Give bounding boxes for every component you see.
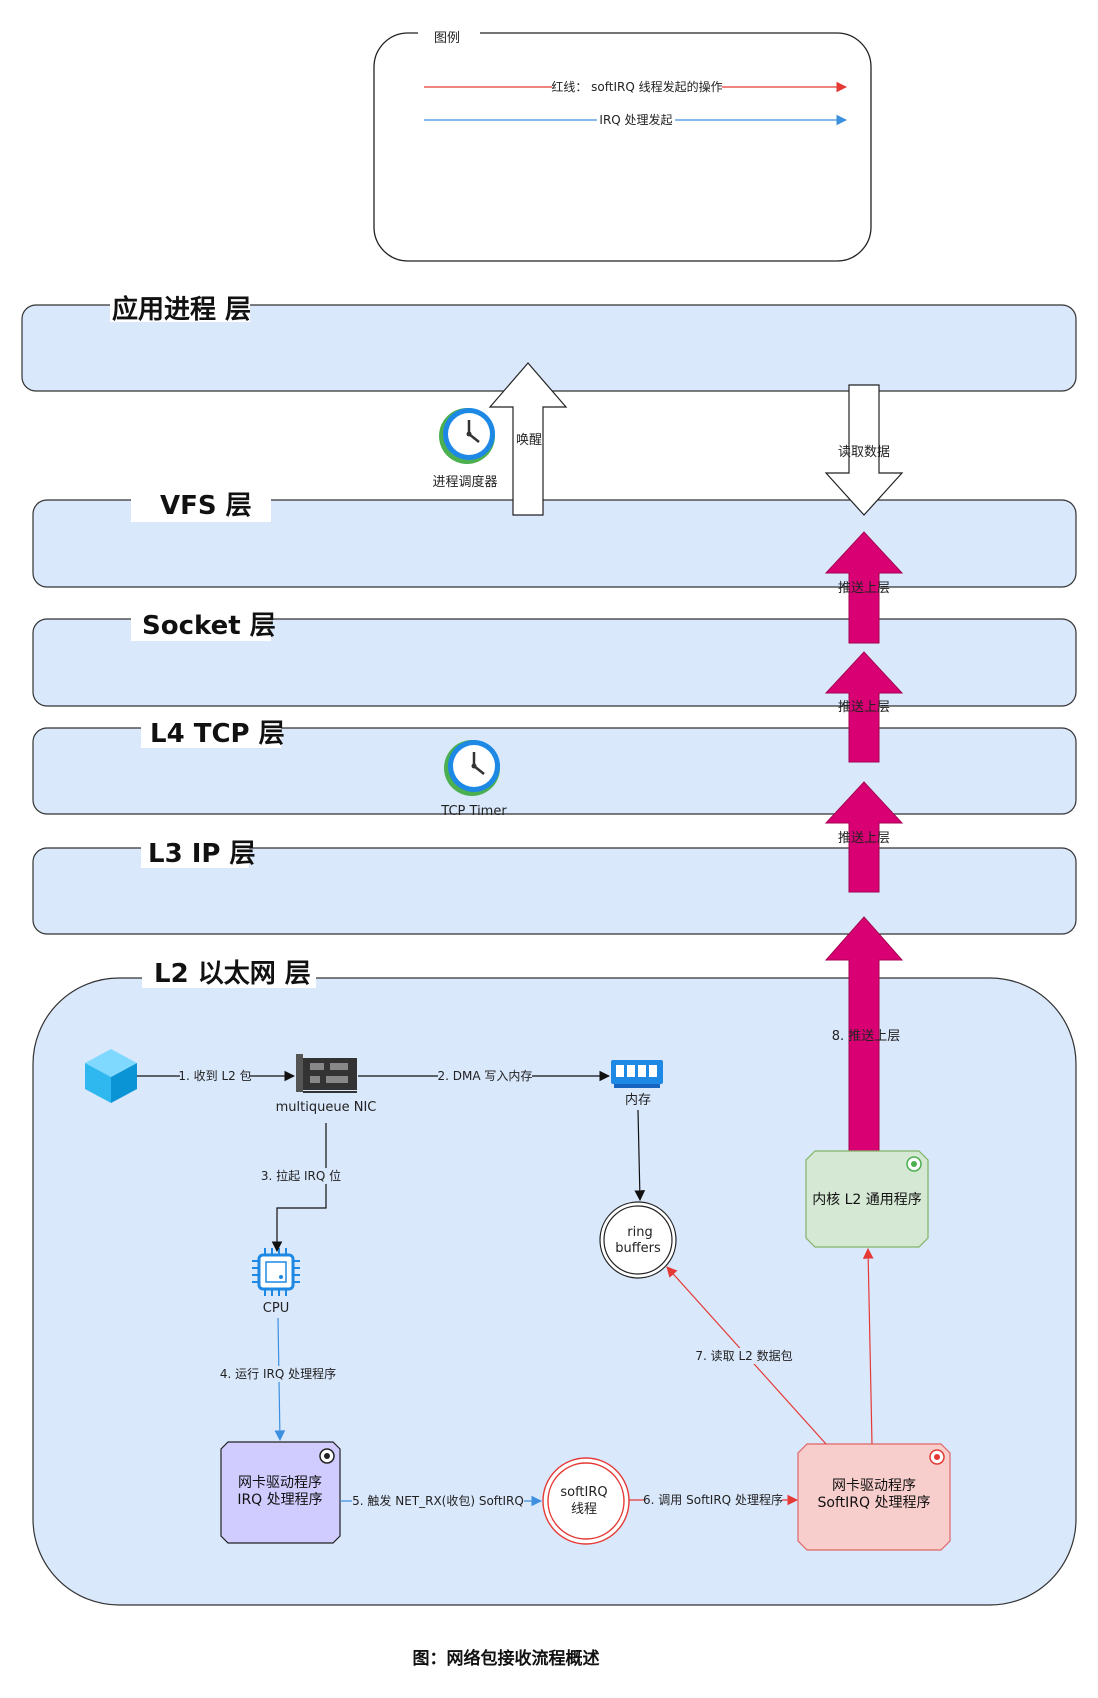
cpu-icon [252,1248,300,1296]
figure-caption: 图：网络包接收流程概述 [413,1648,600,1669]
push-arrow-vfs: 推送上层 [824,531,904,644]
legend-blue-label: IRQ 处理发起 [599,112,672,127]
driver-softirq-node: 网卡驱动程序 SoftIRQ 处理程序 [797,1443,951,1551]
gear-icon [906,1156,922,1172]
push-arrow-l2: 8. 推送上层 [824,916,904,1156]
tcp-timer-node: TCP Timer [440,740,507,819]
driver-irq-label-1: 网卡驱动程序 [238,1475,322,1491]
read-data-arrow: 读取数据 [824,384,904,516]
layer-tcp: L4 TCP 层 [32,716,1077,815]
packet-cube-icon [85,1049,137,1103]
nic-label: multiqueue NIC [276,1100,377,1115]
layer-title-tcp: L4 TCP 层 [150,719,285,749]
legend: 图例 红线： softIRQ 线程发起的操作 IRQ 处理发起 [373,26,872,262]
legend-red-label: 红线： softIRQ 线程发起的操作 [551,79,722,94]
ring-buffers-node: ring buffers [599,1201,677,1279]
memory-label: 内存 [625,1092,651,1108]
edge-step4: 4. 运行 IRQ 处理程序 [220,1317,336,1442]
softirq-label-1: softIRQ [560,1485,607,1500]
step8-label: 8. 推送上层 [832,1029,901,1044]
softirq-label-2: 线程 [571,1502,597,1517]
kernel-l2-node: 内核 L2 通用程序 [805,1150,929,1248]
driver-irq-node: 网卡驱动程序 IRQ 处理程序 [220,1441,341,1544]
push-label-socket: 推送上层 [838,700,890,715]
tcp-timer-label: TCP Timer [440,804,507,819]
step7-label: 7. 读取 L2 数据包 [695,1348,792,1363]
softirq-thread-node: softIRQ 线程 [542,1457,630,1545]
nic-node: multiqueue NIC [276,1054,377,1115]
step6-label: 6. 调用 SoftIRQ 处理程序 [643,1492,783,1507]
layer-ip: L3 IP 层 [32,836,1077,935]
layer-title-socket: Socket 层 [142,611,276,641]
edge-softirq-kernel [862,1247,874,1445]
layer-socket: Socket 层 [32,609,1077,707]
push-label-tcp: 推送上层 [838,831,890,846]
layer-title-vfs: VFS 层 [160,491,252,521]
read-data-label: 读取数据 [838,445,890,460]
driver-softirq-label-1: 网卡驱动程序 [832,1478,916,1494]
scheduler-node: 进程调度器 [432,408,498,490]
clock-icon [439,408,495,464]
nic-icon [296,1054,357,1093]
wake-label: 唤醒 [516,433,542,448]
edge-step6: 6. 调用 SoftIRQ 处理程序 [629,1492,799,1508]
edge-memory-ring [634,1109,646,1202]
step2-label: 2. DMA 写入内存 [438,1069,533,1083]
step4-label: 4. 运行 IRQ 处理程序 [220,1366,336,1381]
ring-buffers-label-1: ring [627,1225,652,1240]
edge-step3: 3. 拉起 IRQ 位 [260,1123,344,1253]
legend-box [373,32,872,262]
gear-icon [929,1449,945,1465]
driver-softirq-label-2: SoftIRQ 处理程序 [818,1495,931,1511]
memory-node: 内存 [611,1060,663,1108]
push-label-vfs: 推送上层 [838,581,890,596]
step1-label: 1. 收到 L2 包 [178,1069,251,1083]
step3-label: 3. 拉起 IRQ 位 [261,1168,341,1183]
layer-vfs: VFS 层 [32,490,1077,588]
edge-step7: 7. 读取 L2 数据包 [666,1266,827,1445]
layer-app: 应用进程 层 [21,292,1077,392]
step5-label: 5. 触发 NET_RX(收包) SoftIRQ [352,1493,524,1508]
clock-icon [444,740,500,796]
push-arrow-socket: 推送上层 [824,651,904,763]
kernel-l2-label: 内核 L2 通用程序 [812,1192,922,1208]
legend-title: 图例 [434,31,460,46]
memory-icon [611,1060,663,1088]
edge-step5: 5. 触发 NET_RX(收包) SoftIRQ [340,1493,543,1509]
scheduler-label: 进程调度器 [432,474,497,490]
layer-title-app: 应用进程 层 [112,294,251,325]
edge-step2: 2. DMA 写入内存 [358,1068,611,1084]
cpu-node: CPU [252,1248,300,1316]
driver-irq-label-2: IRQ 处理程序 [237,1492,322,1508]
ring-buffers-label-2: buffers [615,1241,661,1256]
layer-title-ip: L3 IP 层 [148,839,256,869]
push-arrow-tcp: 推送上层 [824,781,904,893]
edge-step1: 1. 收到 L2 包 [137,1068,296,1084]
layer-title-l2: L2 以太网 层 [154,959,311,989]
cpu-label: CPU [263,1301,289,1316]
gear-icon [319,1448,335,1464]
wake-arrow: 唤醒 [488,362,568,516]
